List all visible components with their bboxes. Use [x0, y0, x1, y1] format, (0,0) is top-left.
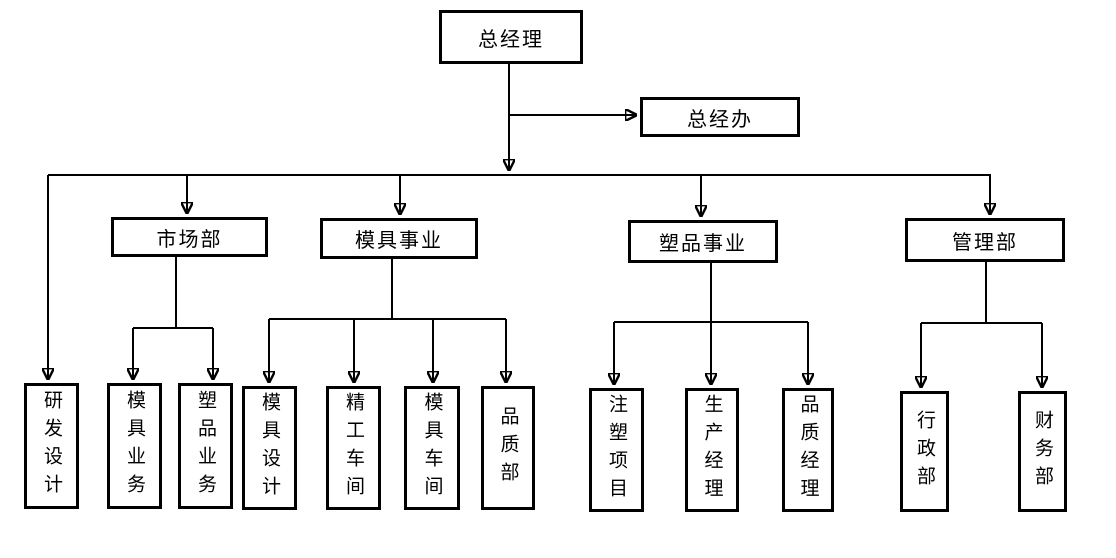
node-admin-dept: 行政部	[900, 391, 949, 512]
node-mold-division: 模具事业	[320, 218, 478, 259]
node-production-manager: 生产经理	[685, 388, 739, 512]
node-quality-manager: 品质经理	[782, 388, 834, 512]
node-management-dept: 管理部	[905, 218, 1065, 262]
node-injection-project: 注塑项目	[589, 388, 644, 512]
node-general-manager: 总经理	[439, 10, 583, 64]
node-rd-design: 研发设计	[24, 383, 79, 509]
node-quality-dept: 品质部	[481, 386, 535, 510]
node-mold-workshop: 模具车间	[404, 386, 460, 510]
node-plastic-business: 塑品业务	[178, 383, 233, 509]
node-precision-workshop: 精工车间	[326, 386, 381, 510]
node-general-manager-office: 总经办	[640, 97, 800, 137]
node-finance-dept: 财务部	[1018, 391, 1067, 512]
node-plastic-division: 塑品事业	[628, 220, 778, 263]
node-mold-business: 模具业务	[107, 383, 162, 509]
node-mold-design: 模具设计	[242, 386, 297, 510]
node-marketing-dept: 市场部	[111, 217, 268, 257]
